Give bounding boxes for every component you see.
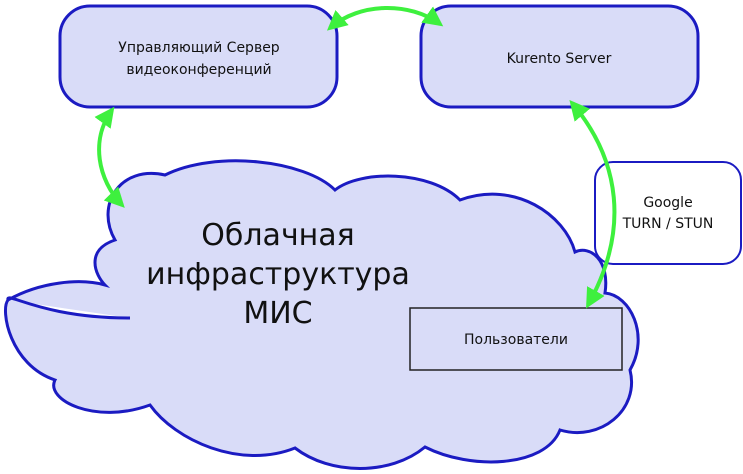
cloud-shape [4, 159, 640, 470]
users-label: Пользователи [464, 332, 568, 348]
users-box [409, 307, 623, 371]
google-label-line1: Google [643, 195, 692, 211]
arrow-video-server-to-cloud [94, 106, 125, 208]
video-server-label-line2: видеоконференций [126, 62, 271, 78]
video-server-label-line1: Управляющий Сервер [118, 40, 280, 56]
arrow-kurento-to-users [569, 99, 617, 309]
google-turn-stun-node [594, 161, 742, 265]
kurento-server-label: Kurento Server [507, 51, 612, 67]
cloud-label-line2: инфраструктура [146, 257, 410, 292]
cloud-label-line3: МИС [243, 296, 312, 331]
kurento-server-node [419, 4, 700, 109]
arrow-video-server-to-kurento [326, 6, 444, 31]
cloud-label-line1: Облачная [201, 218, 354, 253]
google-label-line2: TURN / STUN [622, 216, 714, 232]
video-server-node [58, 4, 339, 109]
